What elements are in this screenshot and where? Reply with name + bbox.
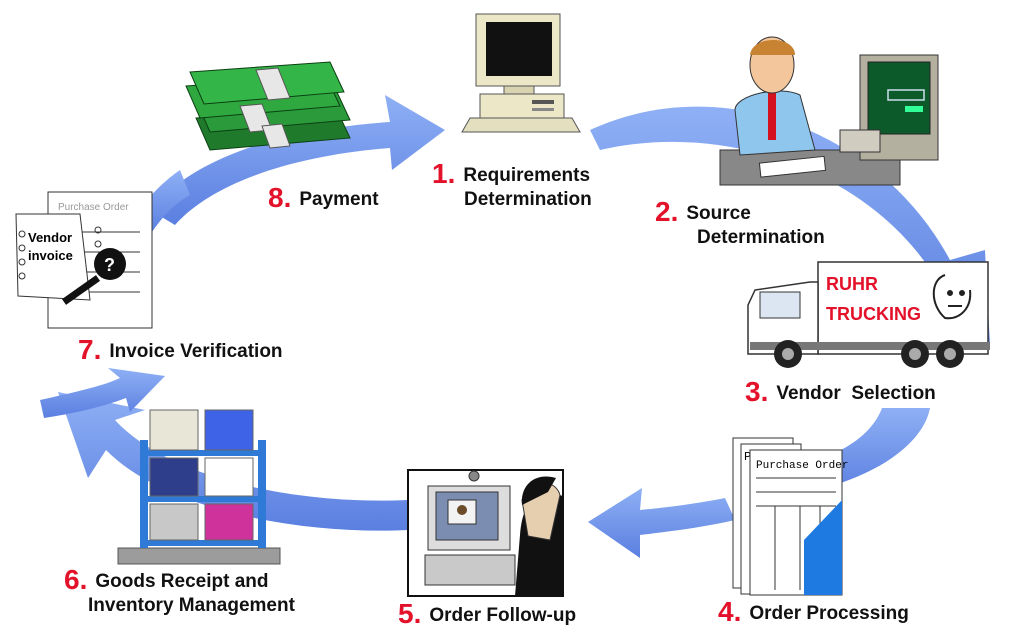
money-stack-icon [185,61,351,151]
step-3-label: 3. Vendor Selection [745,378,936,406]
step-1-number: 1. [432,158,456,189]
step-1-title-line1: Requirements [463,165,591,186]
step-1-title-line2: Determination [464,189,592,210]
step-3-number: 3. [745,376,769,407]
lion-logo-icon [932,274,972,320]
step-2-title-line2: Determination [697,227,825,248]
step-6-title-line1: Goods Receipt and [95,571,269,592]
warehouse-shelf-icon [117,409,281,565]
truck-label-line2: TRUCKING [826,304,921,324]
step-6-label: 6. Goods Receipt and Inventory Management [64,566,295,618]
step-8-number: 8. [268,182,292,213]
truck-label-line1: RUHR [826,274,878,294]
step-1-label: 1. Requirements Determination [432,160,592,212]
step-7-number: 7. [78,334,102,365]
arrow-goods-receipt-to-invoice [40,368,165,418]
step-5-number: 5. [398,598,422,629]
invoice-header: Purchase Order [58,202,129,213]
magnifier-question-icon: ? [61,248,126,305]
invoice-label-line1: Vendor [28,230,72,245]
vendor-invoice-icon: Purchase Order Vendor invoice ? [15,191,153,329]
step-4-title: Order Processing [749,603,909,624]
video-call-icon [407,469,564,597]
step-4-number: 4. [718,596,742,627]
arrow-payment-to-requirements [150,95,445,225]
step-7-label: 7. Invoice Verification [78,336,283,364]
step-8-title: Payment [299,189,379,210]
step-3-title: Vendor Selection [776,383,936,404]
truck-icon: RUHR TRUCKING [747,261,990,368]
invoice-label-line2: invoice [28,248,73,263]
step-2-number: 2. [655,196,679,227]
step-4-label: 4. Order Processing [718,598,909,626]
step-7-title: Invoice Verification [109,341,283,362]
purchase-order-title: Purchase Order [756,460,848,472]
step-8-label: 8. Payment [268,184,379,212]
purchase-order-back-letter: P [744,450,751,464]
arrow-order-processing-to-follow-up [588,488,735,558]
step-6-number: 6. [64,564,88,595]
step-5-label: 5. Order Follow-up [398,600,577,628]
step-6-title-line2: Inventory Management [88,595,295,616]
purchase-order-document-icon: P Purchase Order [732,437,848,596]
desktop-computer-icon [461,13,581,133]
step-2-title-line1: Source [686,203,751,224]
step-5-title: Order Follow-up [429,605,577,626]
man-at-computer-icon [719,36,939,186]
step-2-label: 2. Source Determination [655,198,825,250]
invoice-badge: ? [104,255,115,275]
